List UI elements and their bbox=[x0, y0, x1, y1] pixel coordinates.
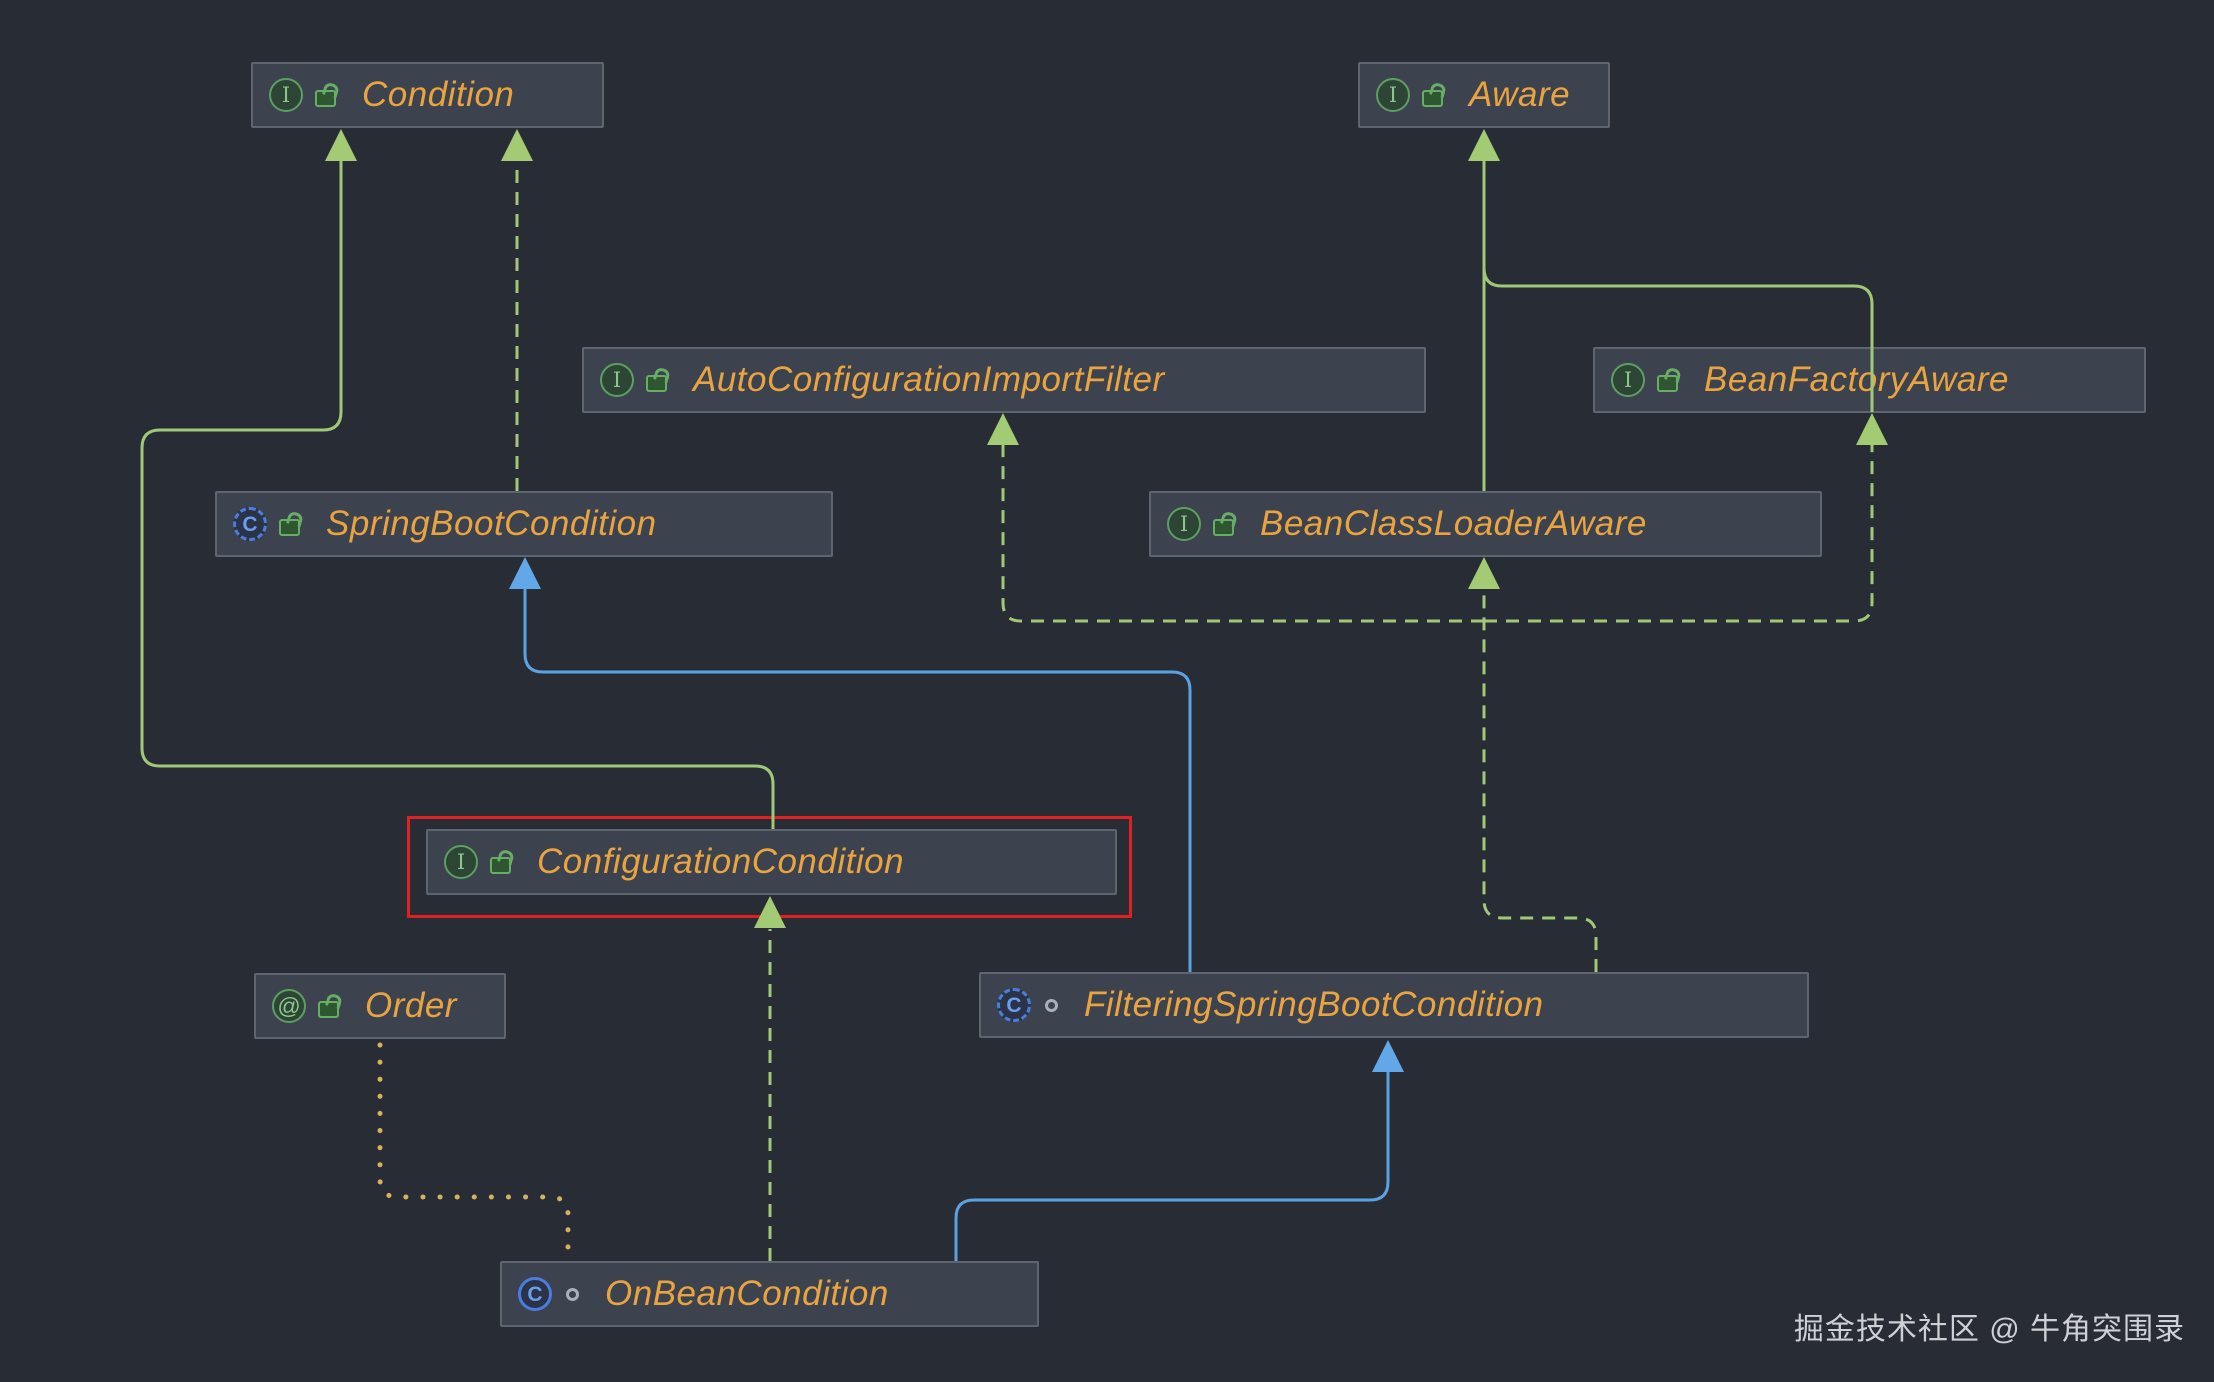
node-label: Condition bbox=[362, 75, 515, 114]
interface-icon: I bbox=[269, 78, 303, 112]
abstract-class-icon: C bbox=[233, 507, 267, 541]
abstract-class-icon: C bbox=[997, 988, 1031, 1022]
node-condition[interactable]: I Condition bbox=[251, 62, 604, 128]
node-filtering-spring-boot-condition[interactable]: C FilteringSpringBootCondition bbox=[979, 972, 1809, 1038]
interface-icon: I bbox=[444, 845, 478, 879]
edge-onbeancondition-annotated-order bbox=[377, 1042, 571, 1258]
interface-icon: I bbox=[1167, 507, 1201, 541]
node-configuration-condition[interactable]: I ConfigurationCondition bbox=[426, 829, 1117, 895]
annotation-icon: @ bbox=[272, 989, 306, 1023]
interface-icon: I bbox=[1376, 78, 1410, 112]
watermark-text: 掘金技术社区 @ 牛角突围录 bbox=[1793, 1313, 2185, 1346]
public-lock-icon bbox=[1422, 89, 1443, 107]
public-lock-icon bbox=[279, 518, 300, 536]
arrowhead bbox=[1468, 129, 1500, 161]
interface-icon: I bbox=[600, 363, 634, 397]
node-order[interactable]: @ Order bbox=[254, 973, 506, 1039]
public-lock-icon bbox=[1213, 518, 1234, 536]
node-on-bean-condition[interactable]: C OnBeanCondition bbox=[500, 1261, 1039, 1327]
class-icon: C bbox=[518, 1277, 552, 1311]
public-lock-icon bbox=[490, 856, 511, 874]
node-label: Aware bbox=[1469, 75, 1571, 114]
node-label: Order bbox=[365, 986, 457, 1025]
node-label: OnBeanCondition bbox=[605, 1274, 889, 1313]
edge-filteringspringbootcondition-implements-beanclassloaderaware bbox=[1482, 588, 1598, 972]
edge-onbeancondition-extends-filteringspringbootcondition bbox=[954, 1072, 1390, 1261]
node-label: BeanClassLoaderAware bbox=[1260, 504, 1647, 543]
arrowhead bbox=[1372, 1040, 1404, 1072]
node-aware[interactable]: I Aware bbox=[1358, 62, 1610, 128]
node-auto-configuration-import-filter[interactable]: I AutoConfigurationImportFilter bbox=[582, 347, 1426, 413]
interface-icon: I bbox=[1611, 363, 1645, 397]
public-lock-icon bbox=[318, 1000, 339, 1018]
node-bean-class-loader-aware[interactable]: I BeanClassLoaderAware bbox=[1149, 491, 1822, 557]
arrowhead bbox=[987, 413, 1019, 445]
arrowhead bbox=[1468, 557, 1500, 589]
node-label: ConfigurationCondition bbox=[537, 842, 905, 881]
package-private-icon bbox=[566, 1287, 579, 1301]
arrowhead bbox=[501, 129, 533, 161]
node-bean-factory-aware[interactable]: I BeanFactoryAware bbox=[1593, 347, 2146, 413]
node-spring-boot-condition[interactable]: C SpringBootCondition bbox=[215, 491, 833, 557]
arrowhead bbox=[509, 557, 541, 589]
node-label: SpringBootCondition bbox=[326, 504, 657, 543]
public-lock-icon bbox=[315, 89, 336, 107]
node-label: AutoConfigurationImportFilter bbox=[693, 360, 1165, 399]
arrowhead bbox=[325, 129, 357, 161]
node-label: FilteringSpringBootCondition bbox=[1084, 985, 1544, 1024]
public-lock-icon bbox=[646, 374, 667, 392]
package-private-icon bbox=[1045, 998, 1058, 1012]
arrowhead bbox=[1856, 413, 1888, 445]
node-label: BeanFactoryAware bbox=[1704, 360, 2010, 399]
public-lock-icon bbox=[1657, 374, 1678, 392]
